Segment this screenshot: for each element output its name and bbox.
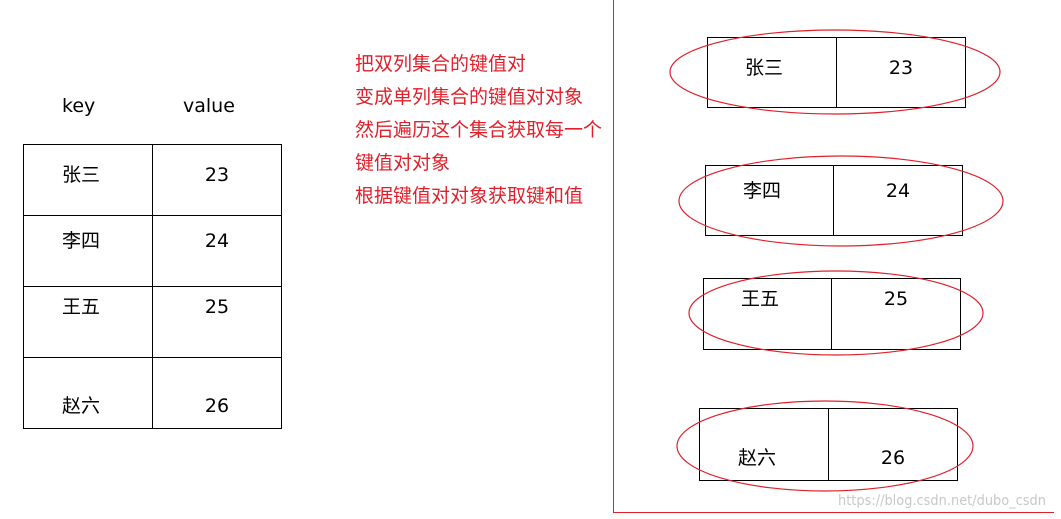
table-row: 王五 25 bbox=[62, 296, 229, 318]
entry-ellipse bbox=[676, 400, 974, 492]
table-header-key: key bbox=[62, 95, 95, 117]
note-line: 变成单列集合的键值对对象 bbox=[355, 86, 583, 108]
entry-value: 23 bbox=[889, 57, 913, 79]
entry-key: 张三 bbox=[745, 57, 783, 79]
table-cell-key: 张三 bbox=[62, 164, 100, 186]
entry-value: 24 bbox=[886, 180, 910, 202]
table-cell-value: 26 bbox=[205, 395, 229, 417]
table-cell-key: 李四 bbox=[62, 230, 100, 252]
note-line: 根据键值对对象获取键和值 bbox=[355, 185, 583, 207]
entry-object: 赵六 26 bbox=[676, 400, 974, 492]
entry-object: 李四 24 bbox=[678, 155, 1004, 247]
entry-object: 王五 25 bbox=[688, 270, 984, 356]
note-line: 然后遍历这个集合获取每一个 bbox=[355, 119, 602, 141]
note-line: 把双列集合的键值对 bbox=[355, 53, 526, 75]
table-row: 赵六 26 bbox=[62, 395, 229, 417]
note-line: 键值对对象 bbox=[355, 152, 450, 174]
table-cell-value: 25 bbox=[205, 296, 229, 318]
entry-ellipse bbox=[669, 29, 1001, 115]
table-row: 李四 24 bbox=[62, 230, 229, 252]
entry-set-frame bbox=[613, 0, 1054, 513]
key-value-table: key value 张三 23 李四 24 王五 25 赵六 26 bbox=[23, 95, 282, 429]
table-cell-value: 23 bbox=[205, 164, 229, 186]
explanation-notes: 把双列集合的键值对 变成单列集合的键值对对象 然后遍历这个集合获取每一个 键值对… bbox=[355, 53, 602, 207]
entry-object: 张三 23 bbox=[669, 29, 1001, 115]
table-cell-key: 赵六 bbox=[62, 395, 100, 417]
table-cell-key: 王五 bbox=[62, 296, 100, 318]
entry-value: 25 bbox=[884, 288, 908, 310]
entry-ellipse bbox=[688, 270, 984, 356]
entry-value: 26 bbox=[881, 447, 905, 469]
table-row: 张三 23 bbox=[62, 164, 229, 186]
table-header-value: value bbox=[183, 95, 235, 117]
table-cell-value: 24 bbox=[205, 230, 229, 252]
watermark-text: https://blog.csdn.net/dubo_csdn bbox=[838, 493, 1046, 509]
entry-key: 赵六 bbox=[738, 447, 776, 469]
entry-key: 王五 bbox=[741, 288, 779, 310]
entry-key: 李四 bbox=[743, 180, 781, 202]
entry-ellipse bbox=[678, 155, 1004, 247]
